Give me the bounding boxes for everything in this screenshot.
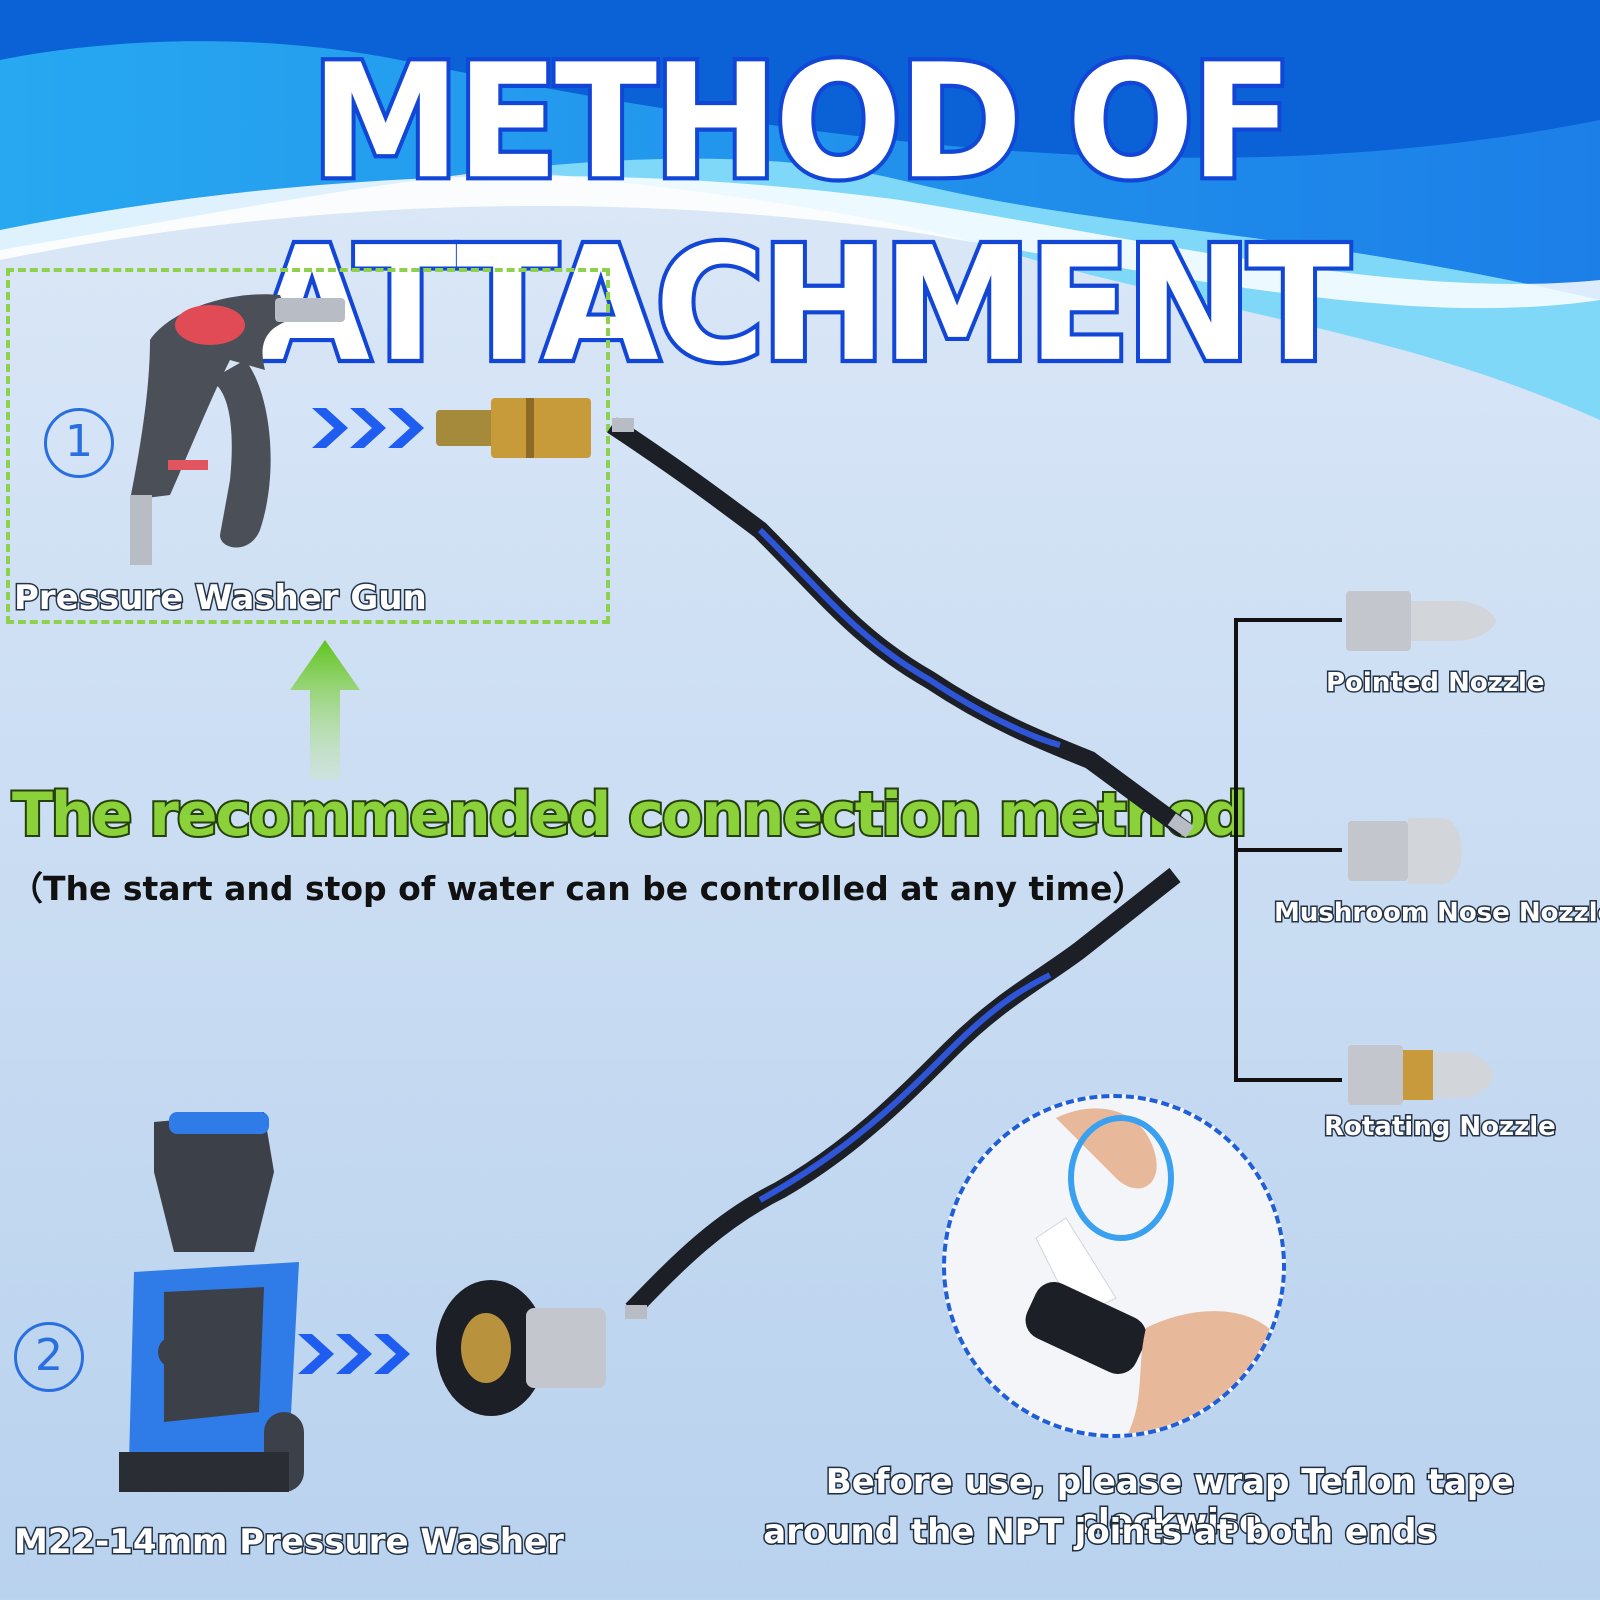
teflon-note-line-1: Before use, please wrap Teflon tape cloc… xyxy=(824,1461,1515,1544)
arrow-right-icon xyxy=(312,408,424,448)
nozzle-bracket-bottom xyxy=(1234,1078,1342,1082)
recommendation-heading: The recommended connection method xyxy=(10,778,1250,852)
rotating-nozzle-icon xyxy=(1348,1045,1493,1105)
nozzle-label-rotating: Rotating Nozzle xyxy=(1323,1111,1558,1144)
nozzle-label-mushroom: Mushroom Nose Nozzle xyxy=(1272,897,1600,930)
quick-connect-adapter-icon xyxy=(436,398,591,458)
step-1-badge: 1 xyxy=(44,408,114,478)
arrow-right-icon-2 xyxy=(298,1334,410,1374)
hands-tape-icon xyxy=(1025,1108,1282,1434)
nozzle-bracket-mid xyxy=(1234,848,1342,852)
pointed-nozzle-icon xyxy=(1346,591,1496,651)
teflon-tape-illustration xyxy=(942,1094,1286,1438)
step-2-label: M22-14mm Pressure Washer xyxy=(13,1521,566,1564)
step-2-badge: 2 xyxy=(14,1322,84,1392)
teflon-note-line-2: around the NPT joints at both ends xyxy=(762,1511,1438,1554)
page-title: METHOD OF ATTACHMENT xyxy=(250,27,1354,401)
step-1-label: Pressure Washer Gun xyxy=(13,577,429,620)
recommendation-subtext: （The start and stop of water can be cont… xyxy=(10,869,1146,908)
mushroom-nozzle-icon xyxy=(1348,818,1462,884)
pressure-washer-icon xyxy=(119,1112,304,1492)
arrow-up-icon xyxy=(290,640,360,780)
nozzle-label-pointed: Pointed Nozzle xyxy=(1325,667,1546,700)
nozzle-bracket-top xyxy=(1234,618,1342,622)
recommended-box xyxy=(6,268,610,624)
m22-adapter-icon xyxy=(436,1280,606,1416)
spray-gun-icon xyxy=(130,294,345,565)
